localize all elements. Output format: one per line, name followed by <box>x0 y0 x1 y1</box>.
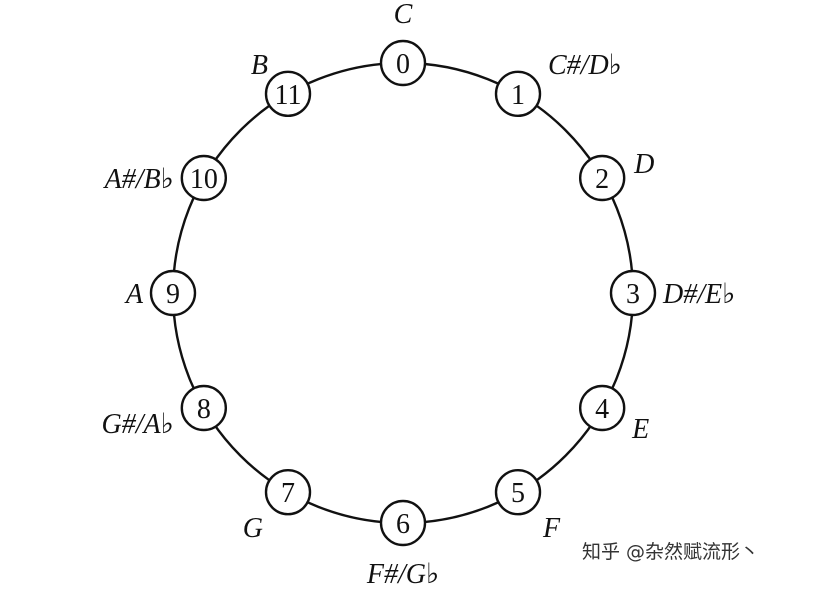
note-name-label: F <box>542 513 561 544</box>
pitch-class-number: 4 <box>595 394 609 425</box>
note-name-label: E <box>631 414 649 445</box>
note-name-label: A#/B♭ <box>103 164 174 195</box>
pitch-node-circle <box>379 499 427 547</box>
note-name-label: F#/G♭ <box>366 559 439 590</box>
pitch-node-3: 3 <box>609 269 657 317</box>
pitch-class-number: 3 <box>626 279 640 310</box>
note-name-labels: C C#/D♭ D D#/E♭ E F F#/G♭ G G#/A♭ A A#/B♭ B <box>102 0 736 590</box>
pitch-node-7: 7 <box>264 468 312 516</box>
pitch-node-circle <box>149 269 197 317</box>
pitch-node-0: 0 <box>379 39 427 87</box>
pitch-node-circle <box>180 154 228 202</box>
note-name-label: B <box>251 50 268 81</box>
pitch-node-circle <box>609 269 657 317</box>
note-name-label: G#/A♭ <box>102 409 174 440</box>
pitch-node-4: 4 <box>578 384 626 432</box>
pitch-class-number: 7 <box>281 478 295 509</box>
pitch-class-number: 10 <box>190 164 218 195</box>
note-name-label: G <box>243 513 263 544</box>
pitch-class-nodes: 0 1 2 3 4 5 6 7 8 9 10 11 <box>149 39 657 547</box>
pitch-class-number: 8 <box>197 394 211 425</box>
pitch-node-circle <box>578 384 626 432</box>
note-name-label: C#/D♭ <box>548 50 622 81</box>
pitch-class-number: 1 <box>511 80 525 111</box>
pitch-node-circle <box>379 39 427 87</box>
pitch-node-circle <box>494 468 542 516</box>
pitch-node-9: 9 <box>149 269 197 317</box>
pitch-node-circle <box>180 384 228 432</box>
pitch-node-11: 11 <box>264 70 312 118</box>
note-name-label: D#/E♭ <box>662 279 735 310</box>
pitch-node-circle <box>494 70 542 118</box>
pitch-node-6: 6 <box>379 499 427 547</box>
pitch-class-number: 2 <box>595 164 609 195</box>
pitch-class-number: 11 <box>275 80 302 111</box>
pitch-class-number: 9 <box>166 279 180 310</box>
pitch-node-circle <box>578 154 626 202</box>
pitch-node-2: 2 <box>578 154 626 202</box>
pitch-node-8: 8 <box>180 384 228 432</box>
pitch-node-circle <box>264 70 312 118</box>
pitch-class-number: 0 <box>396 49 410 80</box>
pitch-node-1: 1 <box>494 70 542 118</box>
pitch-class-number: 5 <box>511 478 525 509</box>
pitch-node-circle <box>264 468 312 516</box>
pitch-class-number: 6 <box>396 509 410 540</box>
note-name-label: A <box>124 279 144 310</box>
pitch-node-5: 5 <box>494 468 542 516</box>
watermark-text: 知乎 @杂然赋流形丶 <box>582 541 759 563</box>
pitch-circle-ring <box>171 61 635 525</box>
note-name-label: D <box>633 149 654 180</box>
pitch-node-10: 10 <box>180 154 228 202</box>
note-name-label: C <box>394 0 413 30</box>
